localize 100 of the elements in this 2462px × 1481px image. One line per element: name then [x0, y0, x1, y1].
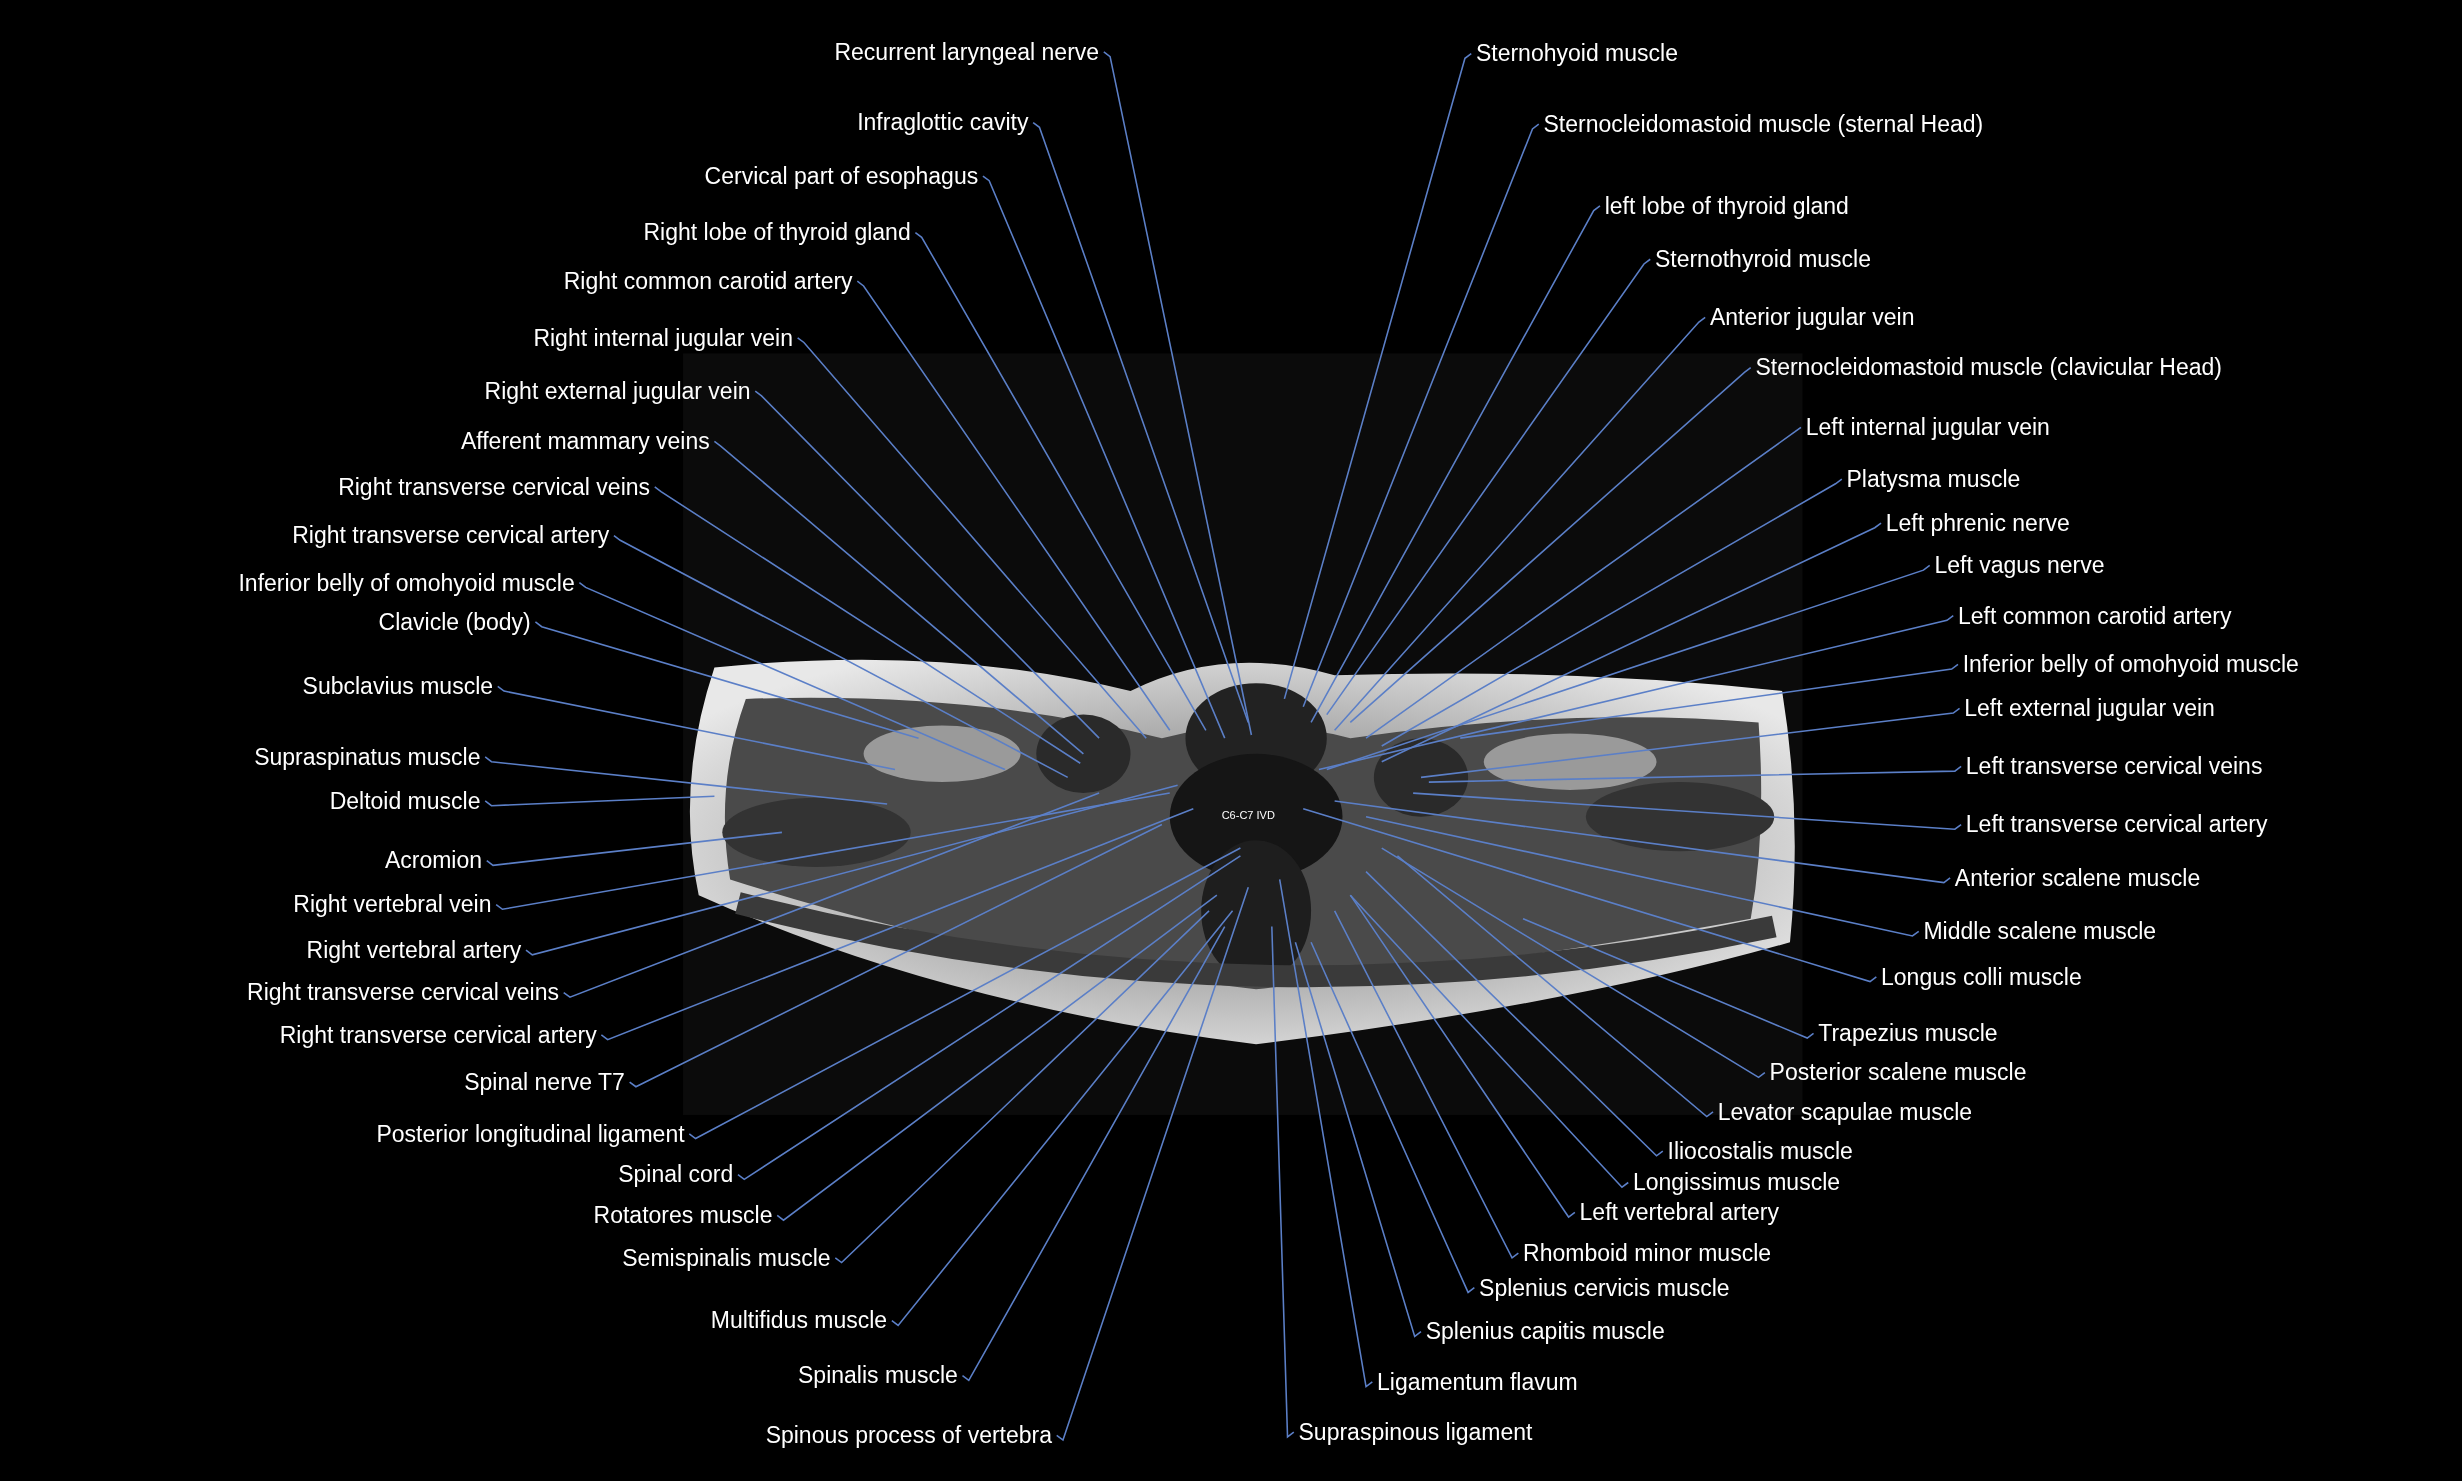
structure-label: Splenius cervicis muscle: [1479, 1273, 1730, 1302]
structure-label: Right transverse cervical artery: [292, 521, 610, 550]
structure-label: Longissimus muscle: [1632, 1167, 1841, 1197]
structure-label: Trapezius muscle: [1818, 1018, 1998, 1048]
structure-label: Right transverse cervical veins: [247, 977, 559, 1007]
structure-label: Clavicle (body): [378, 607, 531, 637]
leader-line: [1055, 886, 1250, 1442]
structure-label: Inferior belly of omohyoid muscle: [238, 568, 575, 597]
structure-label: Sternocleidomastoid muscle (clavicular Head): [1755, 353, 2222, 382]
structure-label: Supraspinatus muscle: [254, 742, 481, 772]
leader-line: [1522, 917, 1815, 1039]
structure-label: Right common carotid artery: [563, 266, 853, 296]
structure-label: Rhomboid minor muscle: [1523, 1238, 1772, 1268]
leader-line: [961, 925, 1226, 1382]
structure-label: Left vagus nerve: [1934, 550, 2105, 580]
structure-label: Posterior scalene muscle: [1769, 1058, 2027, 1087]
structure-label: Semispinalis muscle: [622, 1243, 831, 1273]
structure-label: Right vertebral artery: [306, 935, 522, 965]
leader-line: [1310, 941, 1476, 1294]
structure-label: Left external jugular vein: [1964, 693, 2215, 723]
leader-line: [1333, 800, 1951, 884]
structure-label: Longus colli muscle: [1881, 962, 2082, 991]
leader-line: [754, 390, 1100, 739]
leader-line: [1380, 847, 1766, 1079]
structure-label: Left phrenic nerve: [1885, 508, 2070, 538]
leader-line: [1380, 522, 1882, 763]
structure-label: Spinal nerve T7: [464, 1067, 625, 1097]
leader-line: [713, 440, 1085, 755]
structure-label: Platysma muscle: [1846, 464, 2021, 494]
structure-label: Spinous process of vertebra: [765, 1420, 1052, 1450]
leader-line: [1349, 894, 1576, 1219]
structure-label: Sternothyroid muscle: [1654, 244, 1871, 274]
leader-line: [484, 756, 888, 805]
structure-label: Levator scapulae muscle: [1717, 1097, 1973, 1127]
leader-line: [1420, 707, 1961, 779]
structure-label: Spinalis muscle: [798, 1361, 958, 1390]
leader-line: [484, 795, 716, 807]
leader-line: [1326, 258, 1651, 716]
leader-line: [525, 784, 1179, 956]
leader-line: [1396, 855, 1714, 1118]
structure-label: Acromion: [384, 846, 483, 875]
leader-line: [653, 486, 1082, 765]
leader-line: [628, 823, 1163, 1088]
leader-line: [796, 336, 1147, 739]
structure-label: Left transverse cervical artery: [1965, 809, 2268, 839]
structure-label: Supraspinous ligament: [1298, 1417, 1533, 1447]
leader-line: [1326, 564, 1931, 771]
leader-line: [1302, 808, 1878, 983]
structure-label: Ligamentum flavum: [1377, 1367, 1578, 1397]
leader-line: [891, 910, 1234, 1327]
structure-label: Left internal jugular vein: [1805, 412, 2050, 442]
leader-line: [1032, 121, 1250, 724]
structure-label: Recurrent laryngeal nerve: [834, 37, 1100, 67]
scan-label: C6-C7 IVD: [1221, 807, 1275, 823]
leader-line: [1428, 765, 1962, 783]
structure-label: Anterior jugular vein: [1709, 302, 1915, 332]
leader-line: [1103, 51, 1253, 736]
structure-label: Left common carotid artery: [1957, 601, 2232, 630]
leader-line: [1365, 870, 1664, 1157]
structure-label: Iliocostalis muscle: [1667, 1136, 1853, 1166]
leader-line: [834, 910, 1210, 1264]
structure-label: Spinal cord: [618, 1160, 734, 1189]
structure-label: Sternocleidomastoid muscle (sternal Head): [1543, 109, 1984, 139]
structure-label: Left transverse cervical veins: [1965, 751, 2263, 781]
leader-line: [1294, 941, 1422, 1338]
leader-line: [776, 894, 1218, 1222]
structure-label: Right vertebral vein: [293, 890, 492, 919]
leader-line: [485, 831, 783, 867]
structure-label: Deltoid muscle: [329, 786, 481, 816]
structure-label: Splenius capitis muscle: [1425, 1317, 1665, 1346]
leader-line: [1365, 426, 1802, 739]
leader-line: [613, 534, 1069, 779]
structure-label: Afferent mammary veins: [460, 426, 710, 456]
leader-line: [1333, 910, 1520, 1260]
leader-line: [1271, 925, 1295, 1439]
leader-line: [1333, 316, 1706, 732]
structure-label: Middle scalene muscle: [1923, 916, 2157, 946]
structure-label: Infraglottic cavity: [857, 108, 1029, 137]
structure-label: Right lobe of thyroid gland: [643, 218, 911, 247]
leader-line: [982, 175, 1226, 739]
leader-line: [1278, 878, 1374, 1388]
leader-line: [1412, 792, 1962, 830]
leader-line: [1283, 52, 1472, 700]
leader-line: [534, 621, 920, 739]
structure-label: Multifidus muscle: [710, 1306, 888, 1335]
structure-label: Right internal jugular vein: [533, 323, 793, 352]
leader-line: [1318, 614, 1955, 771]
structure-label: Right transverse cervical veins: [338, 472, 651, 502]
structure-label: left lobe of thyroid gland: [1604, 191, 1849, 221]
leader-line: [1349, 894, 1630, 1189]
leader-line: [1349, 366, 1752, 724]
leader-line: [562, 792, 1100, 999]
leader-line: [496, 685, 896, 771]
leader-line: [1302, 123, 1540, 708]
structure-label: Rotatores muscle: [593, 1200, 773, 1230]
leader-line: [495, 792, 1171, 911]
structure-label: Right transverse cervical artery: [279, 1020, 597, 1050]
structure-label: Posterior longitudinal ligament: [376, 1119, 685, 1148]
structure-label: Cervical part of esophagus: [704, 161, 979, 191]
leader-line: [578, 581, 1006, 771]
